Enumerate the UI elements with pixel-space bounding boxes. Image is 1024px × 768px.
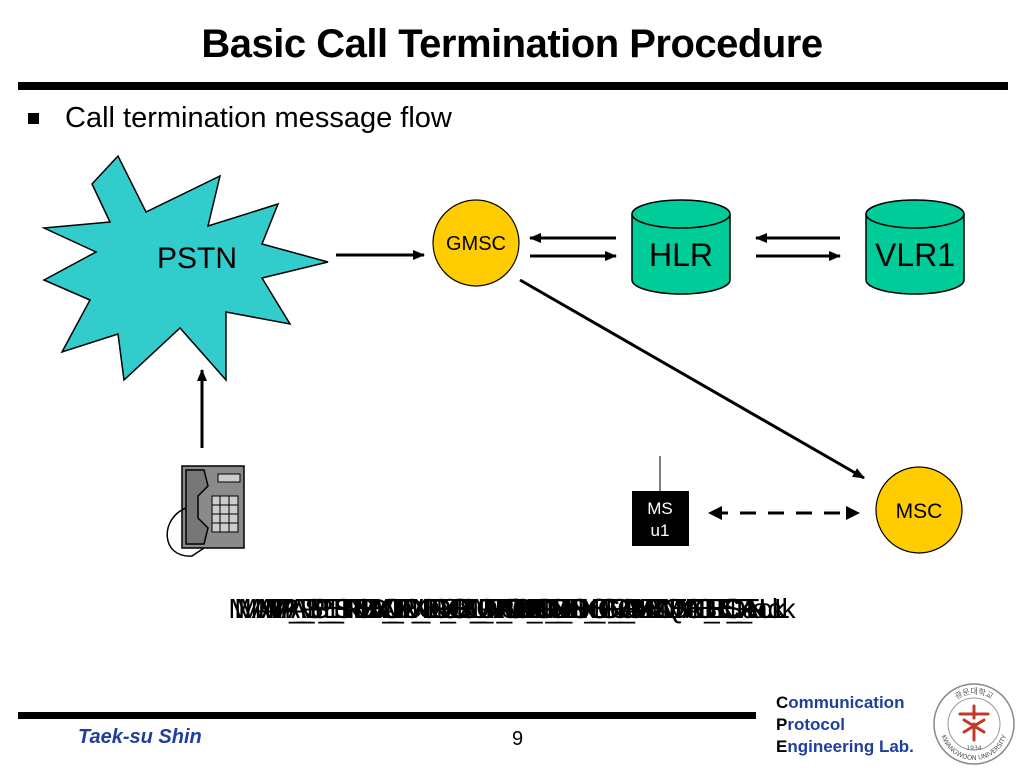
- title-divider: [18, 82, 1008, 90]
- mobile-station: MS u1: [632, 456, 689, 546]
- ms-label-line2: u1: [651, 521, 670, 540]
- message-label: MAP_SEND_INFO_FOR_INCOMING_CALL: [234, 593, 790, 624]
- gmsc-label: GMSC: [446, 233, 506, 255]
- message-label: MAP_PROVIDE_ROAMING_NUMBER: [267, 593, 757, 624]
- hlr-database: HLR: [631, 199, 731, 295]
- gmsc-to-msc-arrow: [519, 278, 865, 480]
- university-seal-icon: 광운대학교 KWANGWOON UNIVERSITY 1934: [933, 683, 1015, 765]
- pstn-label: PSTN: [157, 242, 237, 275]
- message-label: MAP_PROVIDE_ROAMING_NUMBER_ack: [238, 593, 786, 624]
- message-label: MAP_PAGE: [436, 593, 588, 624]
- vlr-database: VLR1: [865, 199, 965, 295]
- message-label: IAM: [487, 593, 537, 624]
- vlr-label: VLR1: [875, 237, 955, 273]
- message-label: MAP_COMPLETE_CALL: [354, 593, 670, 624]
- telephone-icon: [166, 465, 245, 557]
- msc-node: MSC: [875, 466, 963, 554]
- lab-name: Communication Protocol Engineering Lab.: [776, 693, 914, 756]
- bullet-square-icon: [28, 113, 39, 124]
- footer-divider: [18, 712, 756, 719]
- msc-label: MSC: [896, 500, 943, 523]
- page-title: Basic Call Termination Procedure: [201, 22, 823, 66]
- author-name: Taek-su Shin: [78, 726, 202, 748]
- dashed-arrowhead-left-icon: [708, 506, 722, 520]
- message-label: MAP_SEND_ROUTING_INFORMATION: [257, 593, 767, 624]
- pstn-cloud: PSTN: [41, 154, 329, 382]
- dashed-arrowhead-right-icon: [846, 506, 860, 520]
- svg-text:1934: 1934: [966, 745, 981, 752]
- svg-text:광운대학교: 광운대학교: [953, 686, 995, 701]
- hlr-label: HLR: [649, 237, 713, 273]
- message-label: MAP_SEND_ROUTING_INFORMATION_ack: [228, 593, 796, 624]
- ms-label-line1: MS: [647, 499, 673, 518]
- gmsc-node: GMSC: [432, 199, 520, 287]
- overlapping-message-labels: MAP_SEND_ROUTING_INFORMATION MAP_PROVIDE…: [0, 593, 1024, 633]
- message-label: ACM: [480, 593, 544, 624]
- message-label: MAP_PROCESS_ACCESS_REQUEST: [264, 593, 760, 624]
- page-number: 9: [512, 728, 524, 750]
- bullet-text: Call termination message flow: [65, 102, 452, 134]
